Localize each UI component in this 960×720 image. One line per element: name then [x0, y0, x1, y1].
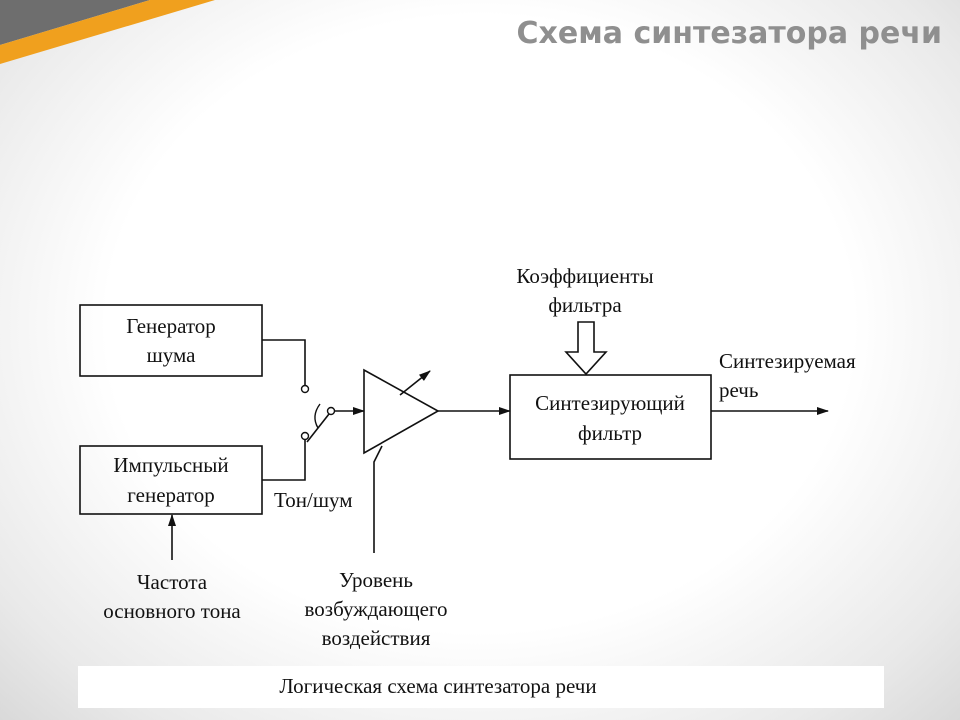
- pulse-generator-label-1: Импульсный: [113, 453, 228, 477]
- fundamental-freq-label-1: Частота: [137, 570, 208, 594]
- switch-common-contact: [326, 406, 336, 416]
- filter-coefficients-label-2: фильтра: [548, 293, 622, 317]
- noise-wire: [262, 339, 306, 385]
- diagram-caption: Логическая схема синтезатора речи: [279, 674, 597, 698]
- noise-generator-label-1: Генератор: [126, 314, 216, 338]
- caption-strip: [78, 666, 884, 708]
- amplifier-gain-arrow: [399, 370, 431, 396]
- pulse-wire: [262, 440, 306, 481]
- slide-title: Схема синтезатора речи: [516, 16, 942, 51]
- synthesizing-filter-block: [509, 374, 712, 460]
- fundamental-freq-label-2: основного тона: [103, 599, 241, 623]
- switch-contact-noise: [300, 384, 310, 394]
- corner-orange-stripe: [0, 0, 215, 64]
- excitation-level-label-2: возбуждающего: [305, 597, 448, 621]
- switch-arc: [314, 403, 321, 429]
- excitation-level-wire: [373, 445, 383, 553]
- corner-decoration: [0, 0, 215, 64]
- pulse-generator-label-2: генератор: [127, 483, 214, 507]
- excitation-level-label-1: Уровень: [339, 568, 413, 592]
- output-speech-label-2: речь: [719, 378, 758, 402]
- tone-noise-switch-label: Тон/шум: [274, 488, 353, 512]
- switch-contact-tone: [300, 431, 310, 441]
- filter-coefficients-arrow: [564, 321, 608, 376]
- synth-filter-label-2: фильтр: [578, 421, 642, 445]
- synth-filter-label-1: Синтезирующий: [535, 391, 685, 415]
- filter-coefficients-label-1: Коэффициенты: [516, 264, 653, 288]
- amplifier-triangle: [363, 368, 440, 455]
- output-speech-label-1: Синтезируемая: [719, 349, 856, 373]
- excitation-level-label-3: воздействия: [322, 626, 431, 650]
- noise-generator-label-2: шума: [147, 343, 197, 367]
